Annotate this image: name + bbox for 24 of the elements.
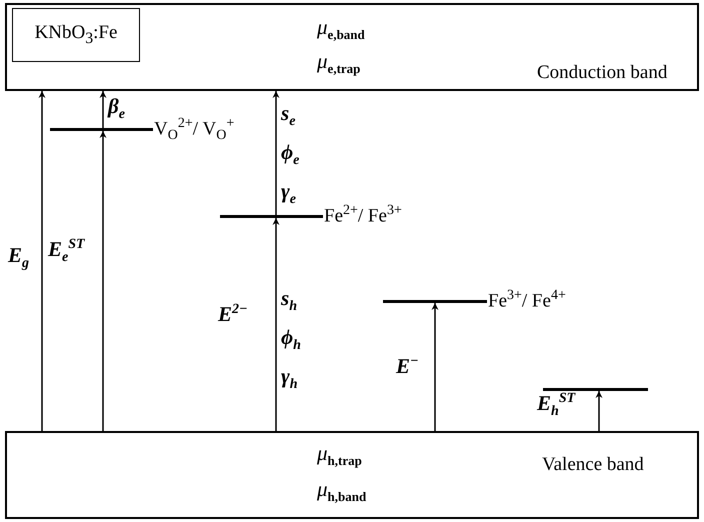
arrow <box>272 91 280 217</box>
band-label: Valence band <box>542 455 644 474</box>
energy-band-box <box>5 3 699 91</box>
band-label: Conduction band <box>537 63 668 82</box>
edge-label: s$_{e}$ ϕ$_{e}$ γ$_{e}$ <box>281 100 297 210</box>
mobility-symbol: μ$_{e,trap}$ <box>317 51 360 76</box>
material-label-box <box>12 8 140 62</box>
edge-label: β$_{e}$ <box>108 96 125 122</box>
mobility-symbol: μ$_{h,band}$ <box>317 479 366 504</box>
edge-label: E$_{g}$ <box>8 245 30 272</box>
arrow <box>100 131 106 431</box>
energy-band-box <box>5 431 699 519</box>
level-label: Fe$^{2+}$/ Fe$^{3+}$ <box>324 204 402 226</box>
arrow <box>272 218 280 431</box>
arrow <box>38 91 46 431</box>
material-label: KNbO$_{3}$:Fe <box>34 22 118 48</box>
mobility-symbol: μ$_{h,trap}$ <box>317 443 362 468</box>
mobility-symbol: μ$_{e,band}$ <box>317 17 365 42</box>
edge-label: E$^{−}$ <box>396 355 418 377</box>
arrow <box>596 391 602 431</box>
energy-symbol: E$^{2−}$ <box>218 303 248 325</box>
level-label: Fe$^{3+}$/ Fe$^{4+}$ <box>488 289 566 310</box>
arrow <box>100 91 106 130</box>
arrow <box>432 303 438 431</box>
